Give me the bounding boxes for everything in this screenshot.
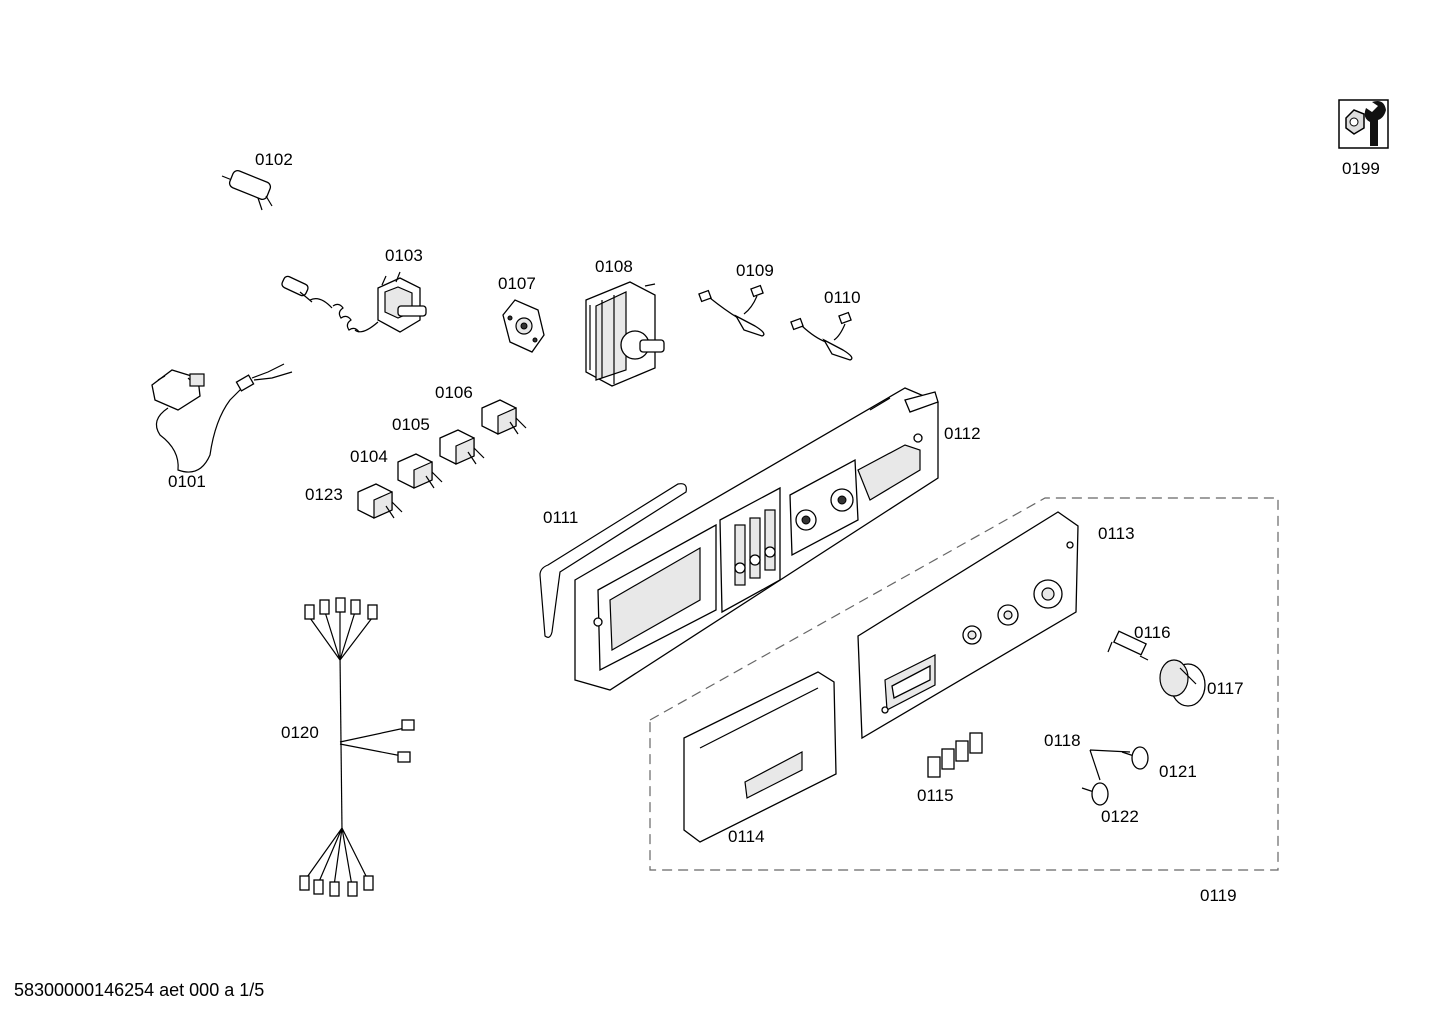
part-0105-switch <box>439 429 485 465</box>
part-0104-switch <box>397 453 443 489</box>
label-0121: 0121 <box>1159 762 1197 781</box>
label-0109: 0109 <box>736 261 774 280</box>
label-0112: 0112 <box>944 424 981 443</box>
label-0199: 0199 <box>1342 159 1380 178</box>
label-0120: 0120 <box>281 723 319 742</box>
part-0103-thermostat <box>281 271 427 333</box>
label-0116: 0116 <box>1134 623 1171 642</box>
label-0107: 0107 <box>498 274 536 293</box>
part-0111-seal <box>539 483 687 638</box>
wrench-nut-icon <box>1338 99 1389 149</box>
label-0105: 0105 <box>392 415 430 434</box>
part-0112-panel-carrier <box>574 387 939 691</box>
part-0121-small-knob <box>1121 746 1149 770</box>
label-0110: 0110 <box>824 288 861 307</box>
assembly-0119-outline <box>649 497 1279 871</box>
label-0114: 0114 <box>728 827 765 846</box>
part-0116-light-guide <box>1107 630 1149 661</box>
label-0123: 0123 <box>305 485 343 504</box>
label-0108: 0108 <box>595 257 633 276</box>
label-0119: 0119 <box>1200 886 1237 905</box>
label-0118: 0118 <box>1044 731 1081 750</box>
label-0122: 0122 <box>1101 807 1139 826</box>
label-0102: 0102 <box>255 150 293 169</box>
part-0101-power-cord <box>151 363 293 473</box>
label-0104: 0104 <box>350 447 388 466</box>
part-0122-small-knob <box>1081 782 1109 806</box>
label-0103: 0103 <box>385 246 423 265</box>
part-0107-selector-switch <box>502 299 545 353</box>
part-0109-lamp <box>698 284 765 337</box>
part-0110-lamp <box>790 311 853 361</box>
label-0115: 0115 <box>917 786 954 805</box>
part-0123-switch <box>357 483 403 519</box>
label-0101: 0101 <box>168 472 206 491</box>
part-0113-fascia-panel <box>857 511 1079 740</box>
part-0106-switch <box>481 399 527 435</box>
document-code: 58300000146254 aet 000 a 1/5 <box>14 980 265 1000</box>
part-0120-wiring-harness <box>299 597 415 897</box>
part-0118-connector <box>1089 749 1131 781</box>
label-0111: 0111 <box>543 508 578 527</box>
label-0106: 0106 <box>435 383 473 402</box>
part-0114-drawer-handle <box>683 671 837 843</box>
part-0108-timer <box>585 281 665 387</box>
label-0113: 0113 <box>1098 524 1135 543</box>
part-0117-knob <box>1159 659 1206 707</box>
part-0115-button-caps <box>927 732 983 778</box>
part-0102-capacitor <box>221 170 273 211</box>
label-0117: 0117 <box>1207 679 1244 698</box>
